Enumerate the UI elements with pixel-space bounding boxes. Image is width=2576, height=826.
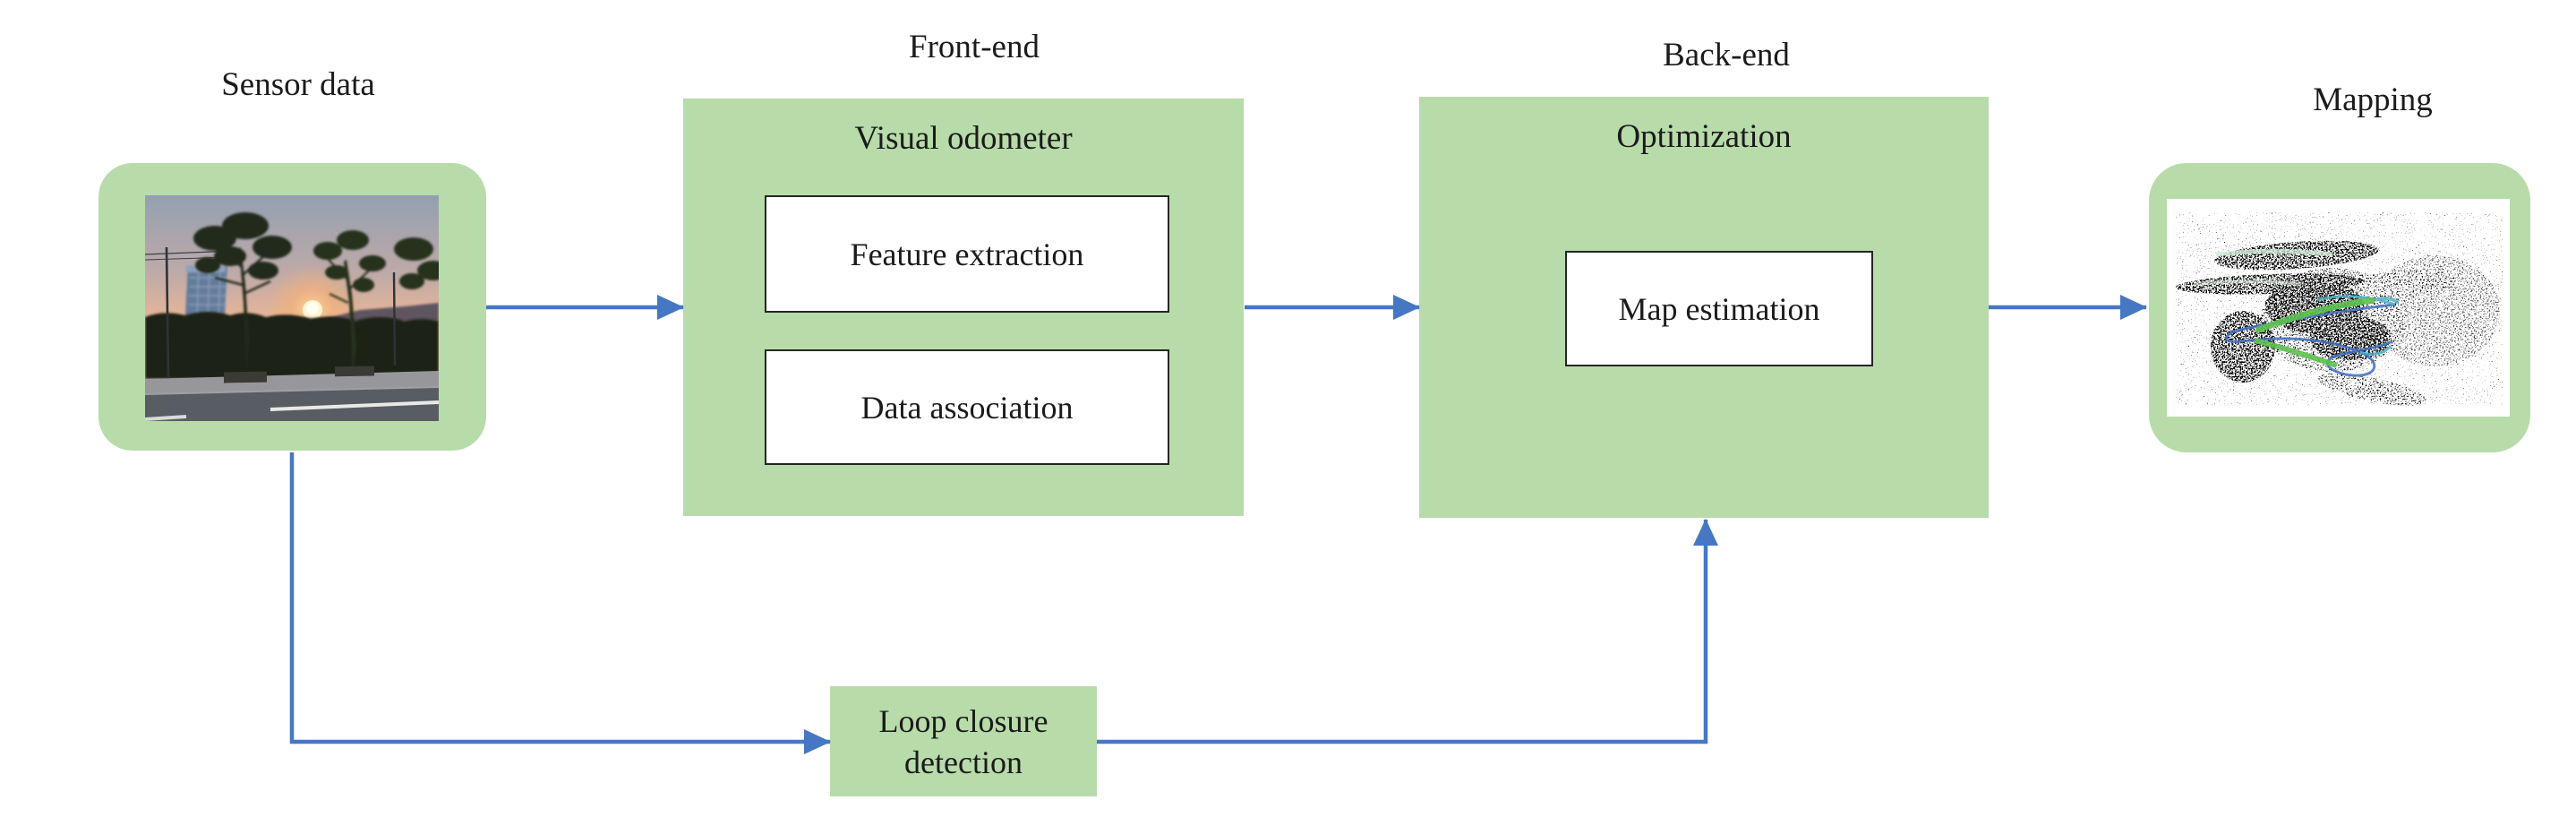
front-end-label: Front-end — [909, 29, 1040, 65]
map-estimation-box: Map estimation — [1565, 251, 1873, 366]
back-end-panel: Optimization Map estimation — [1419, 97, 1989, 518]
street-photo — [145, 195, 439, 421]
back-end-label: Back-end — [1663, 37, 1790, 73]
feature-extraction-box: Feature extraction — [765, 195, 1169, 313]
optimization-title: Optimization — [1616, 118, 1792, 155]
data-association-label: Data association — [860, 389, 1074, 426]
mapping-label: Mapping — [2313, 82, 2433, 118]
feature-extraction-label: Feature extraction — [850, 236, 1084, 272]
sensor-data-label: Sensor data — [221, 66, 375, 103]
map-estimation-label: Map estimation — [1618, 290, 1820, 327]
point-cloud-map-image — [2167, 199, 2510, 417]
arrow-loopclosure-to-backend — [1097, 519, 1718, 744]
mapping-frame — [2149, 163, 2530, 452]
loop-closure-detection-box: Loop closure detection — [830, 686, 1097, 796]
data-association-box: Data association — [765, 349, 1169, 465]
visual-odometer-title: Visual odometer — [854, 120, 1073, 157]
sensor-photo-frame — [98, 163, 486, 451]
front-end-panel: Visual odometer Feature extraction Data … — [683, 99, 1244, 516]
loop-closure-detection-label: Loop closure detection — [878, 702, 1048, 780]
